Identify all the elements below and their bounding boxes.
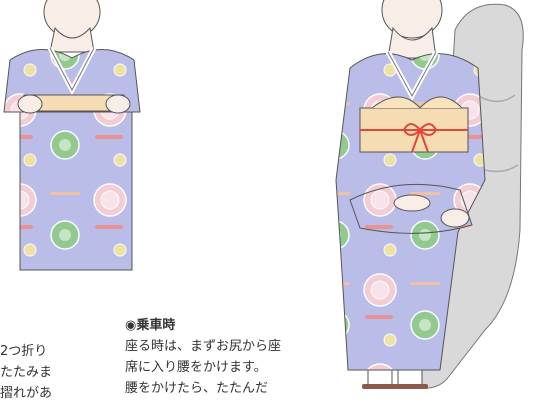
left-text-line-1: 2つ折り (0, 344, 48, 359)
left-text-line-3: 摺れがあ (0, 386, 53, 401)
right-figure (335, 0, 486, 389)
right-text-line-1: 座る時は、まずお尻から座 (125, 339, 282, 354)
left-instruction-text: 2つ折り たたみま 摺れがあ (0, 341, 118, 404)
right-text-line-2: 席に入り腰をかけます。 (125, 360, 267, 375)
left-text-line-2: たたみま (0, 365, 53, 380)
left-figure (3, 0, 141, 271)
boarding-heading: ◉乗車時 (125, 318, 176, 333)
right-text-line-3: 腰をかけたら、たたんだ (125, 381, 269, 396)
boarding-instruction-text: ◉乗車時 座る時は、まずお尻から座 席に入り腰をかけます。 腰をかけたら、たたん… (125, 315, 300, 399)
